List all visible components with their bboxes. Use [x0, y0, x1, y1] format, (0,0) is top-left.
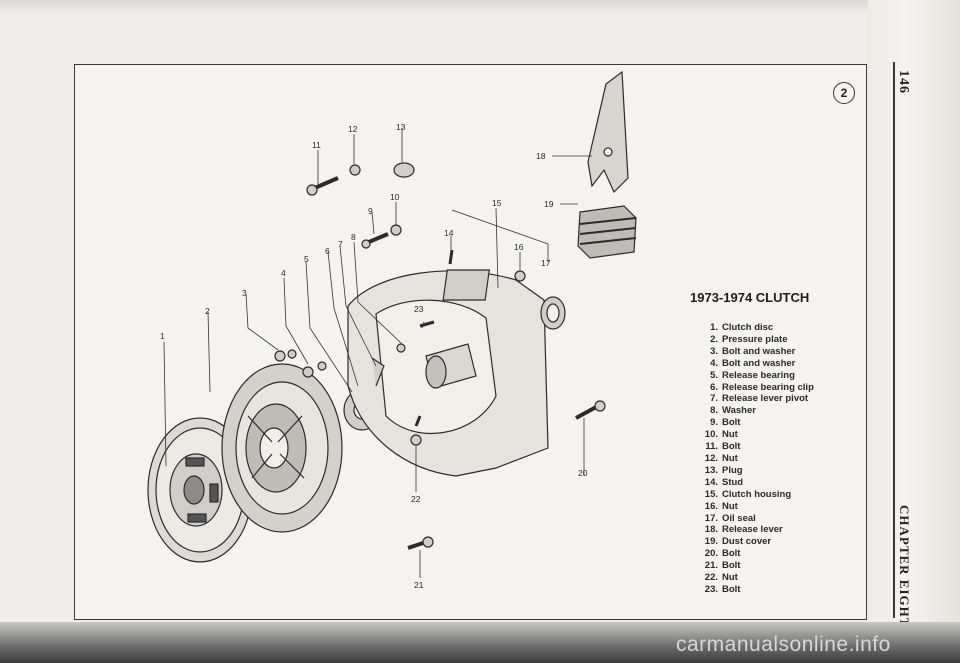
list-item: 9.Bolt	[710, 417, 741, 429]
callout-13: 13	[396, 122, 406, 132]
dust-cover-drawing	[577, 205, 637, 259]
exploded-clutch-diagram: 1 2 3 4 5 6 7 8 9 10 11 12 13 14 15 16 1…	[147, 70, 637, 590]
list-item: 22.Nut	[704, 572, 738, 584]
callout-10: 10	[390, 192, 400, 202]
list-item: 12.Nut	[704, 452, 738, 464]
callout-labels: 1 2 3 4 5 6 7 8 9 10 11 12 13 14 15 16 1…	[160, 122, 588, 590]
callout-9: 9	[368, 206, 373, 216]
list-item: 4.Bolt and washer	[710, 357, 796, 369]
list-item: 5.Release bearing	[710, 369, 795, 381]
callout-8: 8	[351, 232, 356, 242]
list-item: 7.Release lever pivot	[710, 393, 809, 405]
list-item: 3.Bolt and washer	[710, 345, 796, 357]
figure-title: 1973-1974 CLUTCH	[690, 290, 810, 305]
callout-2: 2	[205, 306, 210, 316]
list-item: 1.Clutch disc	[710, 322, 774, 333]
scan-top-edge	[0, 0, 960, 14]
callout-20: 20	[578, 468, 588, 478]
callout-19: 19	[544, 199, 554, 209]
watermark-text: carmanualsonline.info	[676, 633, 891, 656]
leader-lines	[163, 128, 592, 578]
list-item: 20.Bolt	[704, 548, 741, 560]
callout-5: 5	[304, 254, 309, 264]
page-margin	[868, 0, 960, 622]
list-item: 17.Oil seal	[704, 512, 756, 524]
page-number: 146	[896, 70, 911, 94]
list-item: 14.Stud	[704, 476, 744, 488]
list-item: 10.Nut	[704, 429, 738, 441]
callout-7: 7	[338, 239, 343, 249]
pressure-plate-drawing	[221, 363, 343, 533]
list-item: 13.Plug	[704, 464, 743, 476]
list-item: 21.Bolt	[704, 560, 741, 572]
list-item: 19.Dust cover	[704, 536, 772, 548]
callout-11: 11	[312, 140, 321, 150]
list-item: 11.Bolt	[705, 441, 741, 453]
callout-6: 6	[325, 246, 330, 256]
callout-15: 15	[492, 198, 502, 208]
callout-18: 18	[536, 151, 546, 161]
list-item: 18.Release lever	[704, 524, 783, 536]
chapter-label: CHAPTER EIGHT	[897, 505, 912, 628]
callout-22: 22	[411, 494, 421, 504]
release-lever-drawing	[587, 70, 629, 194]
callout-16: 16	[514, 242, 524, 252]
callout-21: 21	[414, 580, 424, 590]
callout-1: 1	[160, 331, 165, 341]
callout-14: 14	[444, 228, 454, 238]
parts-list: 1.Clutch disc 2.Pressure plate 3.Bolt an…	[700, 322, 814, 596]
callout-12: 12	[348, 124, 358, 134]
scan-bottom-edge	[0, 622, 960, 663]
clutch-housing-drawing	[347, 269, 549, 477]
fasteners-drawing	[274, 162, 606, 550]
margin-rule	[893, 62, 895, 618]
list-item: 23.Bolt	[704, 583, 741, 595]
list-item: 8.Washer	[710, 405, 756, 417]
figure-number-badge: 2	[833, 82, 855, 104]
list-item: 16.Nut	[704, 500, 738, 512]
callout-23: 23	[414, 304, 424, 314]
list-item: 2.Pressure plate	[710, 333, 788, 345]
callout-4: 4	[281, 268, 286, 278]
list-item: 15.Clutch housing	[704, 488, 792, 500]
list-item: 6.Release bearing clip	[710, 381, 814, 393]
callout-17: 17	[541, 258, 551, 268]
callout-3: 3	[242, 288, 247, 298]
